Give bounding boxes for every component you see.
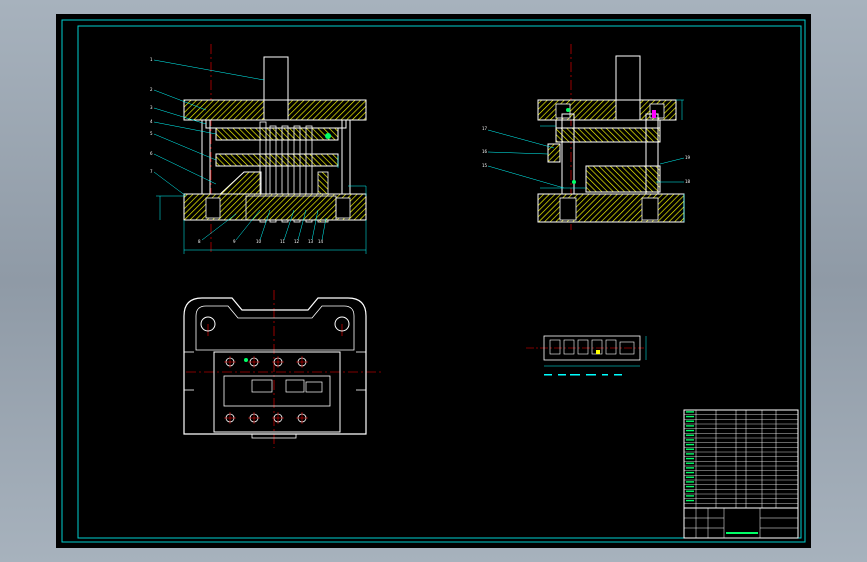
parts-list-row-marker (686, 495, 694, 497)
parts-list-row-marker (686, 476, 694, 478)
leader-number: 17 (482, 126, 488, 131)
leader-number: 7 (150, 169, 153, 174)
parts-list-row-marker (686, 425, 694, 427)
parts-list-row-marker (686, 411, 694, 413)
parts-list-row-marker (686, 443, 694, 446)
inner-frame (77, 25, 802, 539)
leader-number: 3 (150, 105, 153, 110)
side-section-view: 17 16 15 19 18 (482, 44, 691, 230)
front-section-view: 1 2 3 4 5 6 7 8 9 10 11 12 13 14 (150, 44, 367, 254)
leader-number: 16 (482, 149, 488, 154)
leader-number: 10 (256, 239, 262, 244)
parts-list-row-marker (686, 420, 694, 422)
parts-list-row-marker (686, 415, 694, 418)
parts-list-row-marker (686, 481, 694, 483)
parts-list-row-marker (686, 485, 694, 488)
strip-layout (526, 335, 647, 376)
leader-number: 19 (685, 155, 691, 160)
parts-list-row-marker (686, 457, 694, 460)
leader-number: 8 (198, 239, 201, 244)
leader-number: 13 (308, 239, 314, 244)
strip-dimension-ticks (544, 374, 622, 376)
leader-number: 5 (150, 131, 153, 136)
leader-number: 15 (482, 163, 488, 168)
leader-number: 1 (150, 57, 153, 62)
parts-list-row-marker (686, 462, 694, 464)
leader-number: 6 (150, 151, 153, 156)
parts-list-row-marker (686, 471, 694, 474)
leader-number: 18 (685, 179, 691, 184)
leader-number: 11 (280, 239, 286, 244)
parts-list-row-marker (686, 467, 694, 469)
parts-list-row-marker (686, 490, 694, 492)
cad-drawing: 1 2 3 4 5 6 7 8 9 10 11 12 13 14 (61, 19, 806, 543)
plan-view (183, 290, 384, 448)
parts-list-row-marker (686, 439, 694, 441)
leader-number: 14 (318, 239, 324, 244)
parts-list-row-marker (686, 448, 694, 450)
parts-list-row-marker (686, 429, 694, 432)
leader-number: 2 (150, 87, 153, 92)
leader-number: 12 (294, 239, 300, 244)
parts-list-rows (684, 411, 798, 504)
parts-list-row-marker (686, 453, 694, 455)
parts-list-row-marker (686, 434, 694, 436)
parts-list-row-marker (686, 499, 694, 502)
outer-frame (61, 19, 806, 543)
drawing-sheet: 1 2 3 4 5 6 7 8 9 10 11 12 13 14 (56, 14, 811, 548)
leader-number: 4 (150, 119, 153, 124)
title-block (683, 409, 799, 539)
leader-number: 9 (233, 239, 236, 244)
